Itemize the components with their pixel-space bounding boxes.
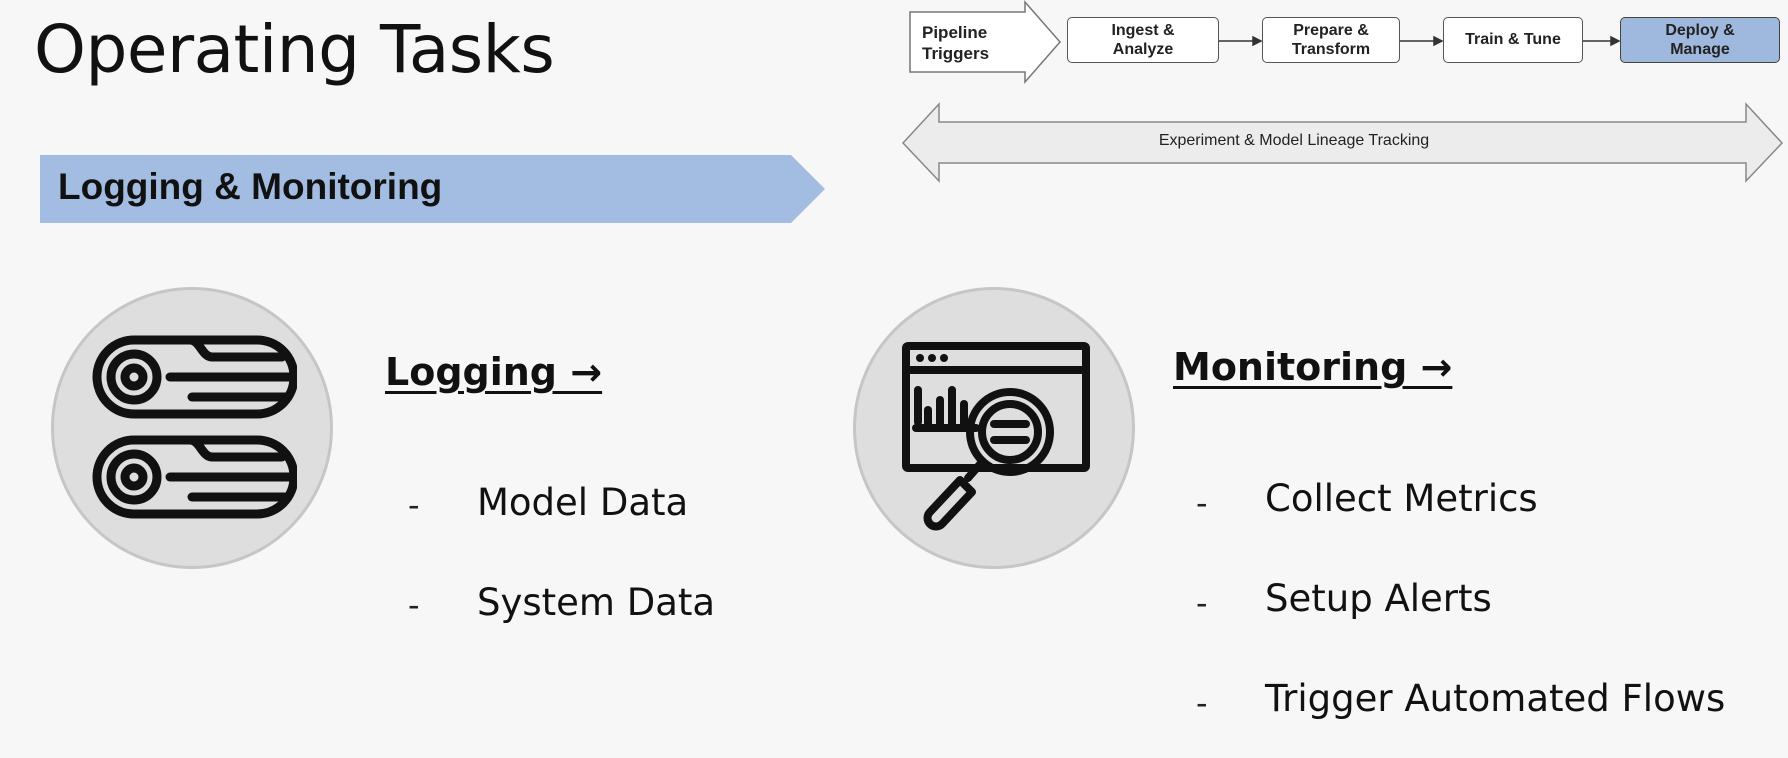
monitoring-bullet-dash: -: [1196, 684, 1208, 722]
logging-icon-circle: [51, 287, 333, 569]
dashboard-magnifier-icon: [902, 342, 1090, 531]
pipeline-stage-train: Train & Tune: [1443, 17, 1583, 63]
pipeline-stage-deploy: Deploy & Manage: [1620, 17, 1780, 63]
page-title: Operating Tasks: [34, 11, 555, 88]
logging-bullet-dash: -: [408, 486, 420, 524]
pipeline-diagram: [901, 0, 1784, 183]
logging-bullet-dash: -: [408, 586, 420, 624]
pipeline-stage-prepare: Prepare & Transform: [1262, 17, 1400, 63]
logging-heading: Logging →: [385, 350, 603, 394]
monitoring-bullet-setup-alerts: Setup Alerts: [1265, 577, 1492, 620]
pipeline-trigger-arrow: [909, 0, 1061, 84]
lineage-label: Experiment & Model Lineage Tracking: [1158, 132, 1430, 149]
monitoring-bullet-dash: -: [1196, 484, 1208, 522]
logging-bullet-model-data: Model Data: [477, 481, 689, 524]
logging-bullet-system-data: System Data: [477, 581, 716, 624]
pipeline-stage-ingest: Ingest & Analyze: [1067, 17, 1219, 63]
lineage-double-arrow: [901, 102, 1784, 183]
section-banner-label: Logging & Monitoring: [58, 166, 443, 207]
monitoring-heading: Monitoring →: [1173, 345, 1453, 389]
pipeline-trigger-label: Pipeline Triggers: [922, 23, 990, 64]
monitoring-bullet-trigger-flows: Trigger Automated Flows: [1265, 677, 1726, 720]
monitoring-bullet-dash: -: [1196, 584, 1208, 622]
section-banner: [40, 155, 825, 223]
logs-icon: [92, 335, 297, 519]
monitoring-bullet-collect-metrics: Collect Metrics: [1265, 477, 1538, 520]
